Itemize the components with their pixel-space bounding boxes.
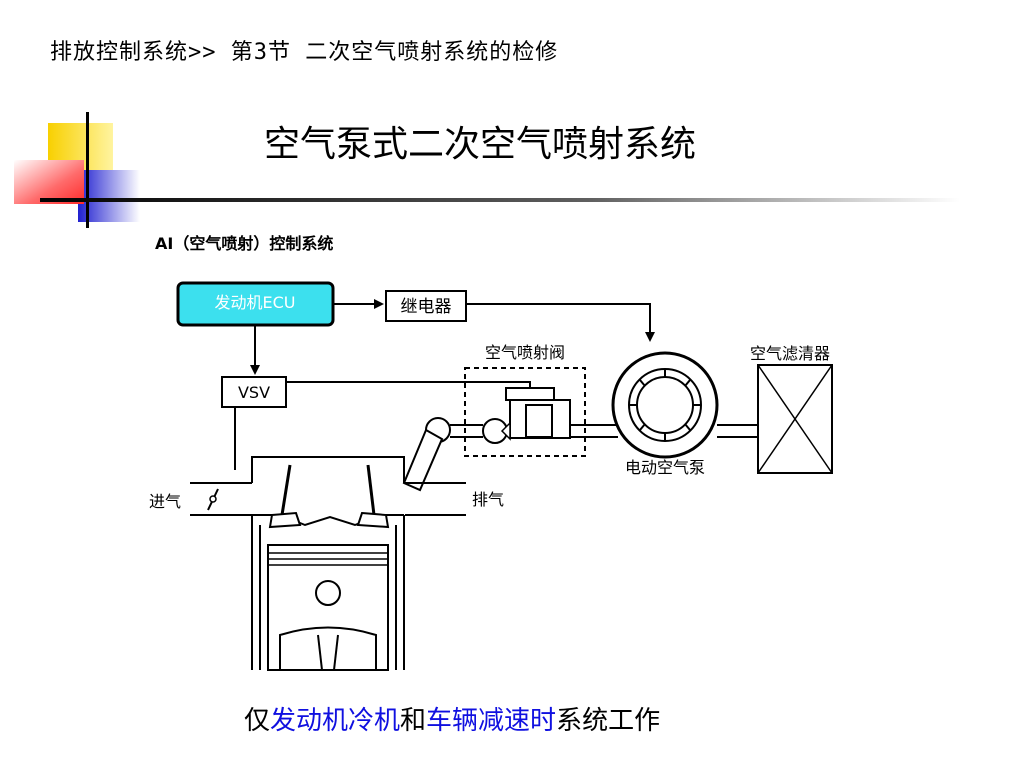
- red-square: [14, 160, 84, 204]
- ecu-label: 发动机ECU: [215, 293, 296, 312]
- ai-system-diagram: AI（空气喷射）控制系统 发动机ECU 继电器 VSV 空气喷射阀: [149, 234, 833, 671]
- footer-text: 仅: [244, 706, 271, 736]
- valve-dashed-box: [464, 367, 586, 457]
- pump-label: 电动空气泵: [625, 458, 705, 477]
- vsv-box: [221, 376, 287, 408]
- footer-note: 仅发动机冷机和车辆减速时系统工作: [244, 700, 660, 737]
- diagram-caption: AI（空气喷射）控制系统: [155, 234, 333, 253]
- vsv-label: VSV: [238, 383, 270, 402]
- arrow-head: [374, 299, 384, 309]
- horizontal-rule: [40, 198, 960, 202]
- breadcrumb: 排放控制系统>> 第3节 二次空气喷射系统的检修: [50, 40, 559, 65]
- slide-title: 空气泵式二次空气喷射系统: [264, 124, 697, 165]
- slide-decoration: [14, 112, 960, 228]
- valve-label: 空气喷射阀: [485, 343, 565, 362]
- intake-label: 进气: [149, 492, 181, 511]
- vertical-rule: [86, 112, 89, 228]
- filter-label: 空气滤清器: [750, 344, 830, 363]
- valve-body: [505, 387, 555, 401]
- piston: [267, 544, 389, 671]
- relay-label: 继电器: [401, 297, 452, 317]
- footer-highlight: 发动机冷机: [270, 706, 401, 736]
- exhaust-label: 排气: [472, 490, 504, 509]
- arrow-head: [250, 365, 260, 375]
- footer-text: 和: [400, 706, 427, 736]
- footer-text: 系统工作: [556, 706, 661, 736]
- relay-box: [385, 290, 467, 322]
- footer-highlight: 车辆减速时: [426, 706, 557, 736]
- arrow-head: [645, 332, 655, 342]
